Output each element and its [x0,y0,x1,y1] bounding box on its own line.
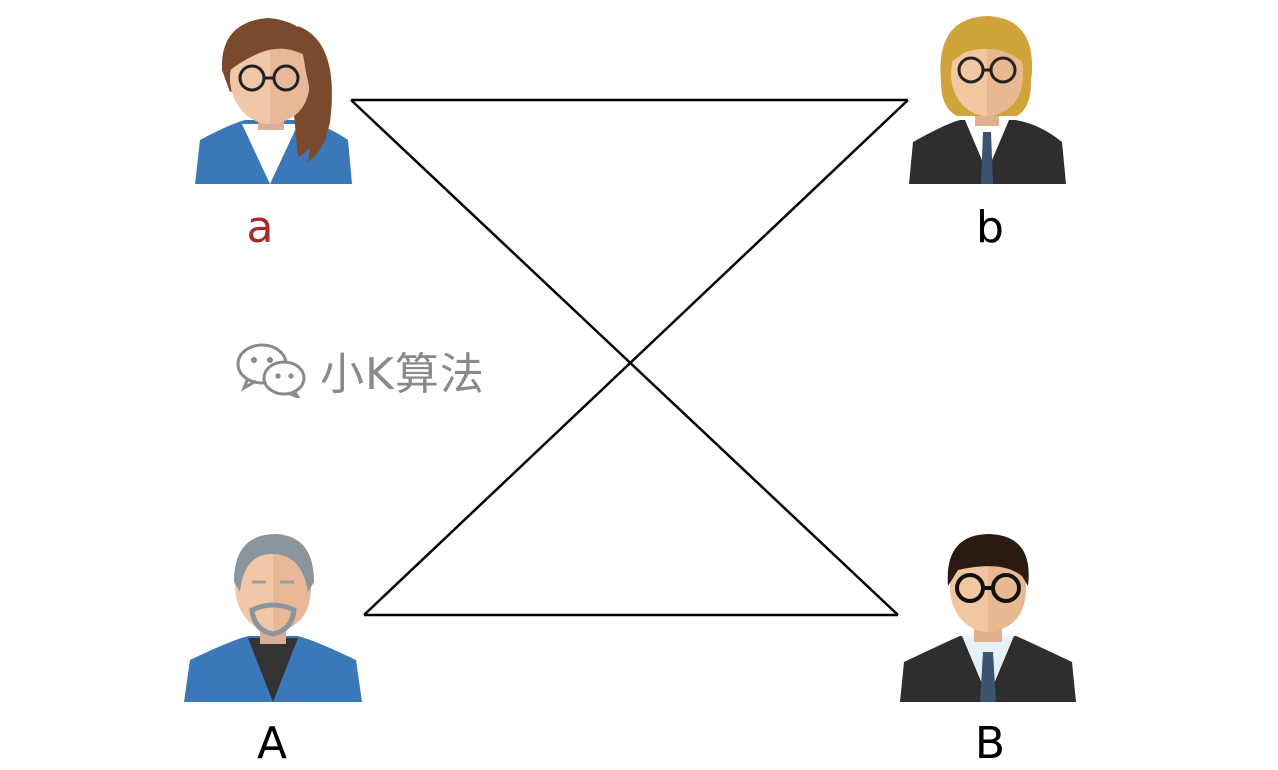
man-avatar-A [184,534,362,702]
watermark: 小K算法 [236,340,485,400]
edge-a-B [350,99,899,616]
node-label-B: B [974,718,1006,769]
edge-A-b [363,99,909,616]
man-avatar-B [900,534,1076,702]
node-label-A: A [256,718,288,769]
woman-avatar-a [195,18,352,184]
wechat-icon [236,343,306,398]
woman-avatar-b [909,16,1066,184]
node-label-b: b [976,202,1004,253]
node-label-a: a [246,202,274,253]
watermark-text: 小K算法 [320,349,485,400]
